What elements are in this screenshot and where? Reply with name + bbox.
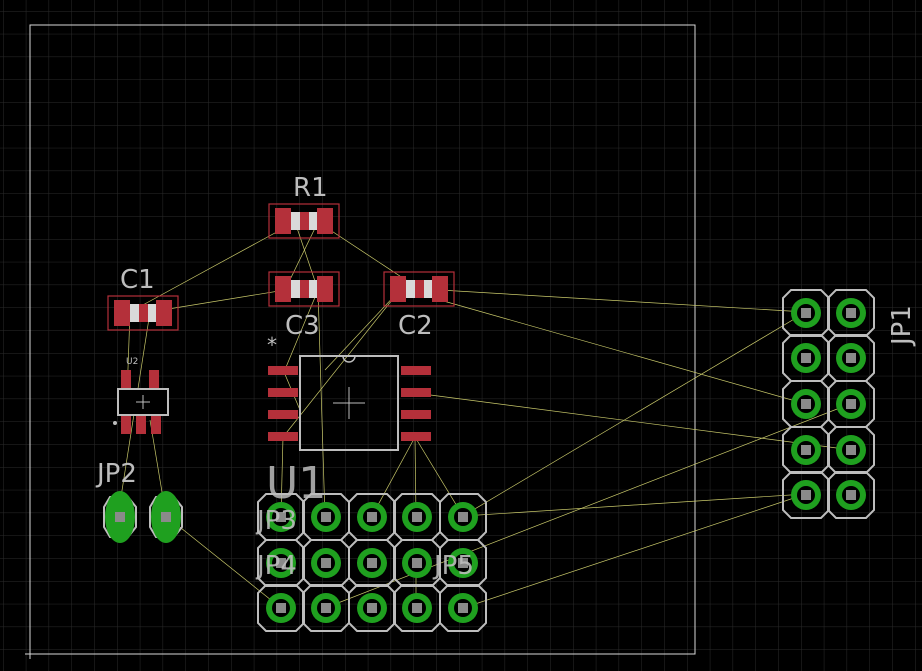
u1-label: U1 [266,458,326,509]
capacitor-c1[interactable]: C1 [107,265,179,331]
r1-label: R1 [293,173,328,203]
jp4-label: JP4 [255,551,297,581]
header-grid-jp3-jp4-jp5[interactable] [257,493,487,632]
u1-pin1-marker: * [267,333,277,357]
jp1-pad[interactable] [827,471,875,519]
airwires [117,221,853,609]
jp2-label: JP2 [95,459,137,489]
c3-label: C3 [285,311,320,341]
capacitor-c2[interactable]: C2 [383,271,455,341]
jp1-pad[interactable] [782,471,830,519]
resistor-r1[interactable]: R1 [268,173,340,239]
header-pad[interactable] [439,584,487,632]
jp1-label: JP1 [887,305,917,347]
jp3-label: JP3 [255,506,297,536]
jp1-pad[interactable] [827,334,875,382]
origin-marker [25,649,35,659]
header-pad[interactable] [348,539,396,587]
header-pad[interactable] [393,584,441,632]
jp1-pad[interactable] [782,426,830,474]
header-pad[interactable] [439,539,487,587]
connector-jp1[interactable] [782,289,875,519]
header-pad[interactable] [302,493,350,541]
jp1-pad[interactable] [827,289,875,337]
chip-u2[interactable]: U2 [113,357,169,434]
board-outline [29,24,696,655]
chip-u1[interactable]: * U1 [266,333,431,509]
jp5-label: JP5 [432,551,474,581]
connector-jp2[interactable]: JP2 [95,459,183,543]
header-pad[interactable] [348,584,396,632]
capacitor-c3[interactable]: C3 [268,271,340,341]
header-pad[interactable] [302,539,350,587]
header-pad[interactable] [302,584,350,632]
c1-label: C1 [120,265,155,295]
u2-label: U2 [126,357,138,367]
c2-label: C2 [398,311,433,341]
header-pad[interactable] [257,584,305,632]
